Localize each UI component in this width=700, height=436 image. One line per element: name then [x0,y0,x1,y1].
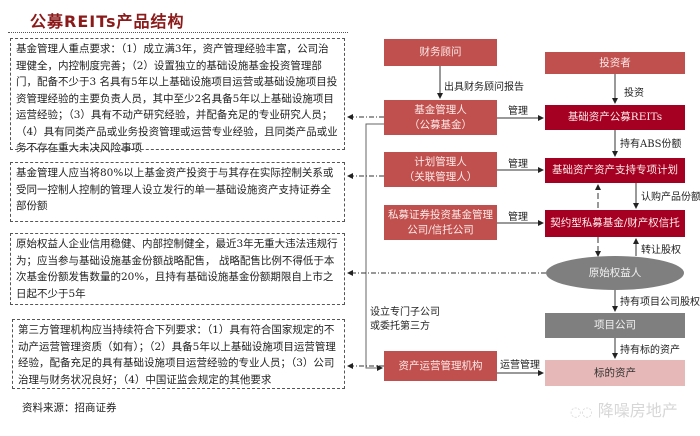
note-originator-requirements: 原始权益人企业信用稳健、内部控制健全，最近3年无重大违法违规行为；应当参与基础设… [10,233,345,305]
node-label: 计划管理人 （关联管理人） [403,155,478,183]
node-underlying-asset: 标的资产 [545,360,685,386]
note-text: 基金管理人重点要求：（1）成立满3年，资产管理经验丰富，公司治理健全，内控制度完… [16,43,338,154]
page-title: 公募REITs产品结构 [30,12,185,31]
node-label: 资产运营管理机构 [398,359,483,372]
note-text: 第三方管理机构应当持续符合下列要求：（1）具有符合国家规定的不动产运营管理资质（… [18,324,336,386]
note-text: 原始权益人企业信用稳健、内部控制健全，最近3年无重大违法违规行为；应当参与基础设… [16,238,338,300]
node-label: 基金管理人 （公募基金） [409,103,472,131]
label-manage-1: 管理 [508,106,528,117]
node-label: 基础资产资产支持专项计划 [552,164,678,176]
source-note: 资料来源：招商证券 [22,402,117,414]
node-private-fund-manager: 私募证券投资基金管理公司/信托公司 [384,205,497,240]
wechat-icon: ◌◌ [570,405,593,420]
label-manage-2: 管理 [508,159,528,170]
label-invest: 投资 [624,88,644,99]
node-project-company: 项目公司 [545,313,685,338]
node-label: 原始权益人 [588,266,642,279]
node-asset-operator: 资产运营管理机构 [384,351,497,381]
label-subscribe: 认购产品份额 [641,192,700,203]
label-hold-asset: 持有标的资产 [620,345,680,356]
label-operation-mgmt: 运营管理 [500,360,540,371]
node-label: 投资者 [599,56,631,69]
note-fund-manager-requirements: 基金管理人重点要求：（1）成立满3年，资产管理经验丰富，公司治理健全，内控制度完… [10,38,345,154]
node-label: 项目公司 [594,319,636,331]
node-plan-manager: 计划管理人 （关联管理人） [384,152,497,187]
node-label: 基础资产公募REITs [567,111,663,123]
node-fund-manager: 基金管理人 （公募基金） [384,100,497,135]
watermark: ◌◌ 降噪房地产 [570,397,678,421]
watermark-text: 降噪房地产 [597,401,678,420]
label-manage-3: 管理 [508,212,528,223]
node-public-reits: 基础资产公募REITs [545,105,685,130]
node-label: 财务顾问 [419,46,462,58]
note-investment-requirement: 基金管理人应当将80%以上基金资产投资于与其存在实际控制关系或受同一控制人控制的… [10,162,345,222]
label-hold-project-equity: 持有项目公司股权 [620,297,700,308]
node-label: 标的资产 [594,366,636,379]
note-text: 基金管理人应当将80%以上基金资产投资于与其存在实际控制关系或受同一控制人控制的… [16,167,334,212]
node-label: 契约型私募基金/财产权信托 [550,217,680,229]
title-divider [8,32,348,33]
note-third-party-manager-requirements: 第三方管理机构应当持续符合下列要求：（1）具有符合国家规定的不动产运营管理资质（… [12,319,345,389]
node-label: 私募证券投资基金管理公司/信托公司 [388,208,493,236]
node-private-fund-trust: 契约型私募基金/财产权信托 [545,210,685,237]
label-transfer-equity: 转让股权 [641,245,681,256]
node-investor: 投资者 [545,52,685,74]
label-hold-abs: 持有ABS份额 [620,139,682,150]
edge-setup-subsidiary [365,123,384,371]
node-originator: 原始权益人 [546,256,684,290]
label-setup-subsidiary: 设立专门子公司 或委托第三方 [370,307,440,332]
node-abs-plan: 基础资产资产支持专项计划 [545,158,685,183]
label-advisor-report: 出具财务顾问报告 [444,82,524,93]
node-financial-advisor: 财务顾问 [384,39,497,66]
